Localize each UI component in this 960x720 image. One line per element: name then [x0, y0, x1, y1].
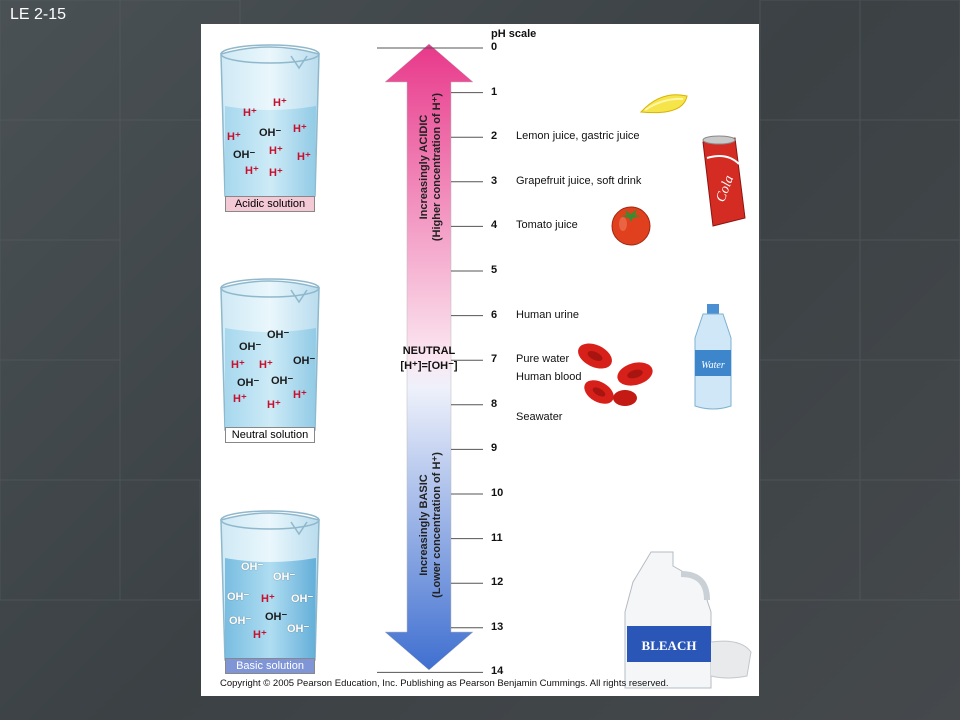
water-bottle-icon: Water	[694, 304, 732, 410]
blood-cells-icon	[578, 343, 653, 406]
hydrogen-ion: H⁺	[269, 145, 283, 157]
hydrogen-ion: H⁺	[269, 167, 283, 179]
ph-value-11: 11	[491, 531, 503, 544]
basic-beaker	[220, 510, 320, 667]
hydroxide-ion: OH⁻	[237, 377, 260, 389]
hydrogen-ion: H⁺	[297, 151, 311, 163]
hydroxide-ion: OH⁻	[241, 561, 264, 573]
acidic-solution-label: Acidic solution	[225, 196, 315, 212]
hydroxide-ion: OH⁻	[265, 611, 288, 623]
neutral-label: NEUTRAL [H⁺]=[OH⁻]	[400, 345, 458, 372]
acidic-beaker	[220, 44, 320, 203]
basic-solution-label: Basic solution	[225, 658, 315, 674]
hydroxide-ion: OH⁻	[291, 593, 314, 605]
hydroxide-ion: OH⁻	[239, 341, 262, 353]
ph-value-14: 14	[491, 665, 504, 678]
ph-tick-lines	[377, 47, 483, 673]
svg-text:Water: Water	[701, 360, 725, 371]
hydroxide-ion: OH⁻	[271, 375, 294, 387]
ph-item-label: Human blood	[516, 371, 582, 384]
ph-item-label: Pure water	[516, 353, 570, 366]
ph-value-6: 6	[491, 308, 498, 321]
hydroxide-ion: OH⁻	[287, 623, 310, 635]
ph-value-0: 0	[491, 41, 498, 53]
ph-value-9: 9	[491, 442, 498, 455]
ph-value-5: 5	[491, 264, 498, 276]
neutral-solution-label: Neutral solution	[225, 427, 315, 443]
ph-value-10: 10	[491, 487, 504, 499]
hydrogen-ion: H⁺	[231, 359, 245, 371]
hydrogen-ion: H⁺	[293, 123, 307, 135]
hydrogen-ion: H⁺	[233, 393, 247, 405]
bleach-bottle-icon: BLEACH	[624, 551, 752, 689]
ph-arrow	[384, 43, 474, 671]
hydroxide-ion: OH⁻	[227, 591, 250, 603]
beaker-drawings: Cola Water BLEAC	[220, 43, 752, 689]
hydroxide-ion: OH⁻	[293, 355, 316, 367]
acidic-arrow-text: Increasingly ACIDIC (Higher concentratio…	[418, 92, 443, 242]
basic-arrow-text: Increasingly BASIC (Lower concentration …	[418, 452, 443, 598]
ph-item-label: Tomato juice	[516, 219, 578, 232]
hydroxide-ion: OH⁻	[259, 127, 282, 139]
hydroxide-ion: OH⁻	[233, 149, 256, 161]
lemon-icon	[639, 94, 688, 114]
hydroxide-ion: OH⁻	[267, 329, 290, 341]
hydrogen-ion: H⁺	[293, 389, 307, 401]
hydrogen-ion: H⁺	[267, 399, 281, 411]
ph-value-7: 7	[491, 353, 498, 366]
ph-value-8: 8	[491, 397, 498, 410]
hydrogen-ion: H⁺	[261, 593, 275, 605]
ph-scale-title: pH scale	[491, 28, 537, 40]
ph-value-3: 3	[491, 174, 498, 187]
hydrogen-ion: H⁺	[253, 629, 267, 641]
ph-value-2: 2	[491, 130, 498, 143]
ph-item-label: Grapefruit juice, soft drink	[516, 174, 642, 187]
hydrogen-ion: H⁺	[273, 97, 287, 109]
ph-value-4: 4	[491, 219, 498, 232]
svg-text:BLEACH: BLEACH	[642, 638, 697, 653]
hydrogen-ion: H⁺	[243, 107, 257, 119]
hydrogen-ion: H⁺	[245, 165, 259, 177]
slide-label: LE 2-15	[10, 6, 67, 23]
tomato-icon	[611, 206, 651, 246]
copyright-text: Copyright © 2005 Pearson Education, Inc.…	[220, 678, 669, 689]
soda-can-icon: Cola	[702, 135, 746, 227]
hydroxide-ion: OH⁻	[273, 571, 296, 583]
ph-item-label: Seawater	[516, 411, 563, 424]
hydrogen-ion: H⁺	[259, 359, 273, 371]
figure-panel: Cola Water BLEAC	[201, 24, 759, 696]
ph-value-13: 13	[491, 620, 504, 633]
hydrogen-ion: H⁺	[227, 131, 241, 143]
hydroxide-ion: OH⁻	[229, 615, 252, 627]
ph-item-label: Lemon juice, gastric juice	[516, 130, 640, 143]
ph-item-label: Human urine	[516, 308, 579, 321]
ph-value-1: 1	[491, 85, 498, 98]
neutral-beaker	[220, 278, 320, 437]
ph-value-12: 12	[491, 576, 504, 589]
